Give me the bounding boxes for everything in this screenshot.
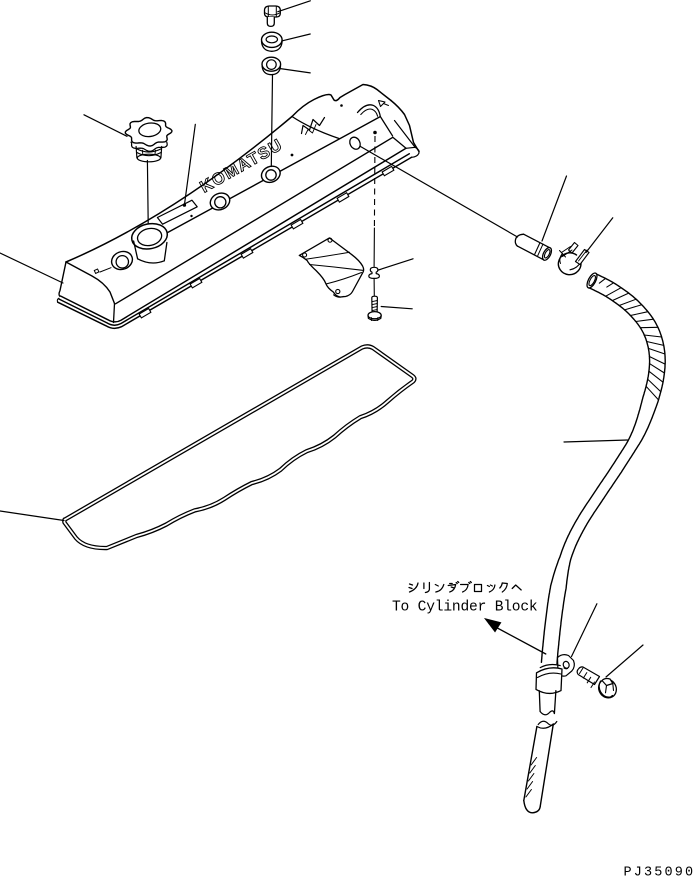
svg-text:To Cylinder Block: To Cylinder Block bbox=[392, 600, 538, 616]
svg-text:PJ35090: PJ35090 bbox=[624, 866, 693, 877]
